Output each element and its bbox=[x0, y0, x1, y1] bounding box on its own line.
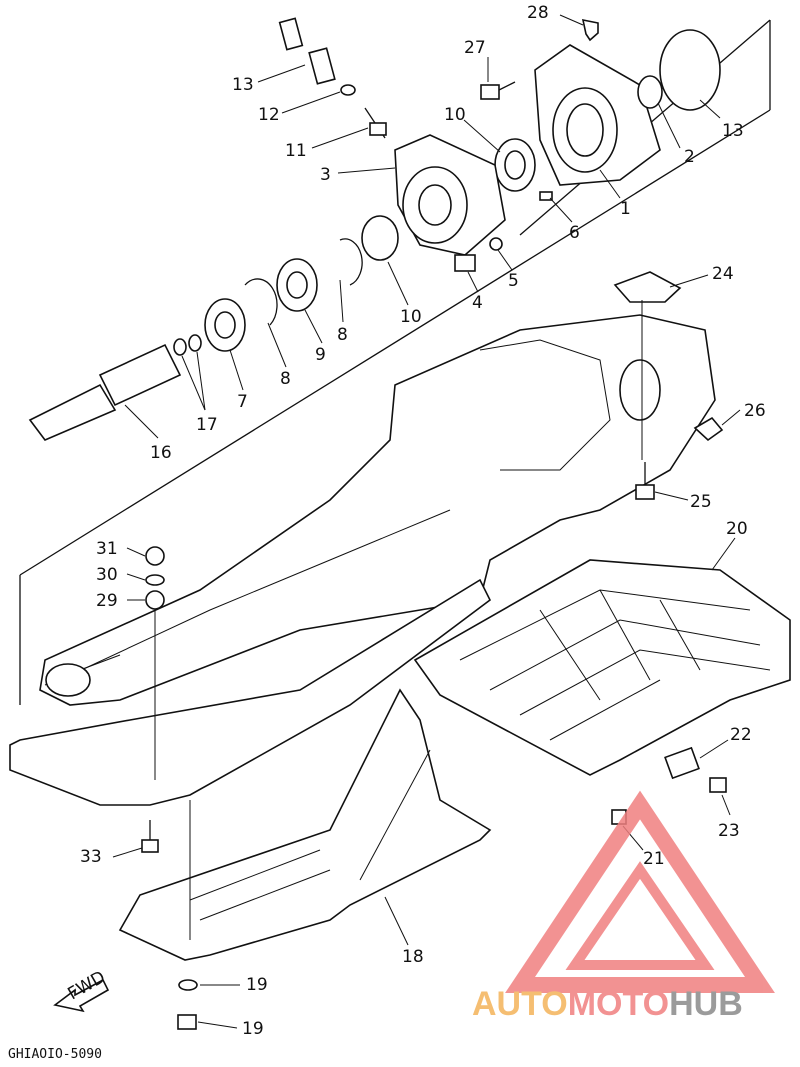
callout-10: 10 bbox=[400, 307, 422, 327]
callout-27: 26 bbox=[744, 401, 766, 421]
base-plate bbox=[9, 578, 492, 806]
part-16-shaft bbox=[28, 343, 182, 441]
callout-31: 30 bbox=[96, 565, 118, 585]
callout-29: 28 bbox=[527, 3, 549, 23]
callout-8-upper: 8 bbox=[337, 325, 348, 345]
part-19-bolt bbox=[177, 1014, 197, 1030]
part-2-ring bbox=[637, 75, 663, 109]
part-1-housing bbox=[534, 44, 661, 186]
part-4-bolt bbox=[454, 254, 476, 272]
part-10-ring bbox=[361, 215, 399, 261]
part-11-bearing bbox=[494, 138, 536, 192]
fwd-arrow-icon: FWD bbox=[53, 967, 110, 1013]
part-8-circlip-upper bbox=[339, 238, 363, 286]
callout-26: 25 bbox=[690, 492, 712, 512]
logo-text-hub: HUB bbox=[669, 985, 743, 1023]
callout-labels: 28 27 13 12 11 10 3 13 2 1 6 4 5 10 8 9 … bbox=[80, 3, 766, 1039]
part-9-bearing bbox=[276, 258, 318, 312]
part-24-bolt bbox=[709, 777, 727, 793]
part-3-housing bbox=[394, 134, 506, 256]
callout-18: 18 bbox=[402, 947, 424, 967]
part-30-washer bbox=[145, 590, 165, 610]
logo-text-auto: AUTO bbox=[472, 985, 568, 1023]
callout-12: 11 bbox=[285, 141, 307, 161]
part-28-bolt bbox=[480, 81, 516, 100]
callout-4: 4 bbox=[472, 293, 483, 313]
part-18-ride-plate bbox=[118, 688, 492, 961]
callout-25: 24 bbox=[712, 264, 734, 284]
drawing-code: GHIAOIO-5090 bbox=[8, 1047, 102, 1062]
automotohub-logo: AUTOMOTOHUB bbox=[472, 790, 775, 1023]
callout-leaders bbox=[112, 14, 741, 1029]
part-14-sleeve-b bbox=[308, 47, 336, 85]
callout-23: 22 bbox=[730, 725, 752, 745]
callout-15: 13 bbox=[722, 121, 744, 141]
callout-6: 6 bbox=[569, 223, 580, 243]
part-15-oring bbox=[659, 29, 721, 111]
logo-text: AUTOMOTOHUB bbox=[472, 985, 743, 1023]
callout-20: 19 bbox=[246, 975, 268, 995]
callout-3: 3 bbox=[320, 165, 331, 185]
callout-2: 2 bbox=[684, 147, 695, 167]
part-25-plate bbox=[613, 271, 682, 303]
callout-19: 19 bbox=[242, 1019, 264, 1039]
part-21-intake-grate bbox=[413, 559, 791, 776]
part-27-clip bbox=[693, 416, 724, 442]
callout-11: 10 bbox=[444, 105, 466, 125]
upper-frame-line bbox=[19, 109, 771, 576]
callout-30: 29 bbox=[96, 591, 118, 611]
part-29-bracket bbox=[581, 18, 599, 42]
part-33-bolt bbox=[141, 820, 159, 853]
callout-24: 23 bbox=[718, 821, 740, 841]
part-32-nut bbox=[145, 546, 165, 566]
callout-9: 9 bbox=[315, 345, 326, 365]
part-17-shim-a bbox=[173, 338, 187, 356]
callout-28: 27 bbox=[464, 38, 486, 58]
part-20-washer bbox=[178, 979, 198, 991]
jet-pump-body bbox=[39, 314, 716, 706]
logo-text-moto: MOTO bbox=[568, 985, 669, 1023]
part-23-block bbox=[664, 746, 700, 780]
part-8-circlip-lower bbox=[244, 278, 278, 326]
callout-7: 7 bbox=[237, 392, 248, 412]
callout-14: 13 bbox=[232, 75, 254, 95]
part-14-sleeve-a bbox=[278, 17, 304, 51]
callout-21: 20 bbox=[726, 519, 748, 539]
part-31-washer bbox=[145, 574, 165, 586]
callout-16: 16 bbox=[150, 443, 172, 463]
callout-8-lower: 8 bbox=[280, 369, 291, 389]
callout-22: 21 bbox=[643, 849, 665, 869]
part-17-shim-b bbox=[188, 334, 202, 352]
part-5-washer bbox=[489, 237, 503, 251]
part-13-clip bbox=[340, 84, 356, 96]
part-7-seal bbox=[204, 298, 246, 352]
callout-33: 33 bbox=[80, 847, 102, 867]
callout-13: 12 bbox=[258, 105, 280, 125]
part-6-pin bbox=[539, 191, 553, 201]
callout-5: 5 bbox=[508, 271, 519, 291]
callout-17: 17 bbox=[196, 415, 218, 435]
part-12-bolt bbox=[364, 107, 387, 139]
callout-1: 1 bbox=[620, 199, 631, 219]
callout-32: 31 bbox=[96, 539, 118, 559]
part-26-bolt bbox=[635, 462, 655, 500]
